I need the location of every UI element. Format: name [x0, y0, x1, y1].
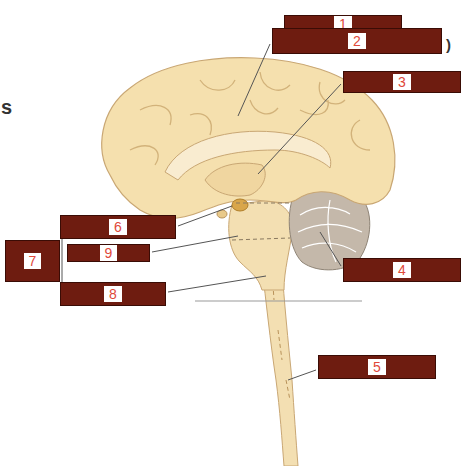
callout-number: 4 — [393, 262, 411, 278]
thalamus — [205, 163, 265, 196]
callout-number: 6 — [109, 219, 127, 235]
fragment-text: ) — [446, 36, 451, 53]
label-box: 8 — [60, 282, 166, 306]
label-box: 5 — [318, 355, 436, 379]
spinal-cord — [262, 268, 298, 466]
callout-number: 3 — [393, 74, 411, 90]
cerebellum-folia — [298, 200, 362, 262]
label-box: 9 — [67, 244, 150, 262]
callout-number: 5 — [368, 359, 386, 375]
label-box: 2 — [272, 28, 442, 54]
callout-number: 2 — [348, 33, 366, 49]
callout-number: 7 — [24, 253, 42, 269]
fragment-text: s — [1, 96, 12, 119]
midbrain-boundary — [236, 203, 290, 204]
callout-number: 9 — [100, 245, 118, 261]
leader-lines — [62, 44, 362, 380]
label-box: 4 — [343, 258, 461, 282]
pons-boundary — [232, 238, 290, 240]
callout-number: 8 — [104, 286, 122, 302]
label-box: 7 — [5, 240, 60, 282]
label-box: 6 — [60, 215, 176, 239]
hypothalamus — [232, 199, 248, 211]
label-box: 3 — [343, 71, 461, 93]
